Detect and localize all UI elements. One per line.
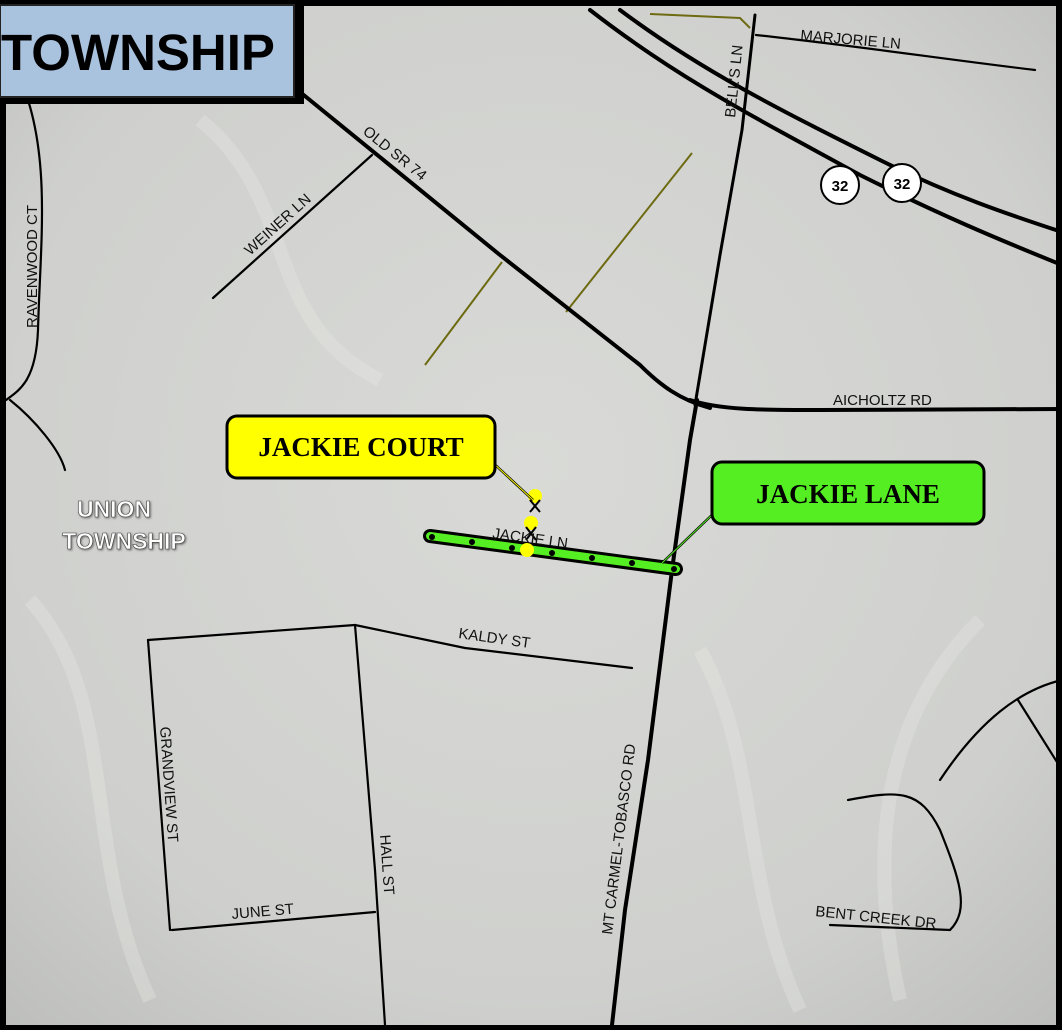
grandview-st-road bbox=[146, 638, 172, 932]
kaldy-st-road bbox=[146, 623, 634, 670]
svg-text:TOWNSHIP: TOWNSHIP bbox=[62, 528, 186, 554]
railway-lines bbox=[424, 13, 751, 366]
jackie-court-callout[interactable]: JACKIE COURT bbox=[225, 414, 497, 480]
marjorie-ln-road bbox=[754, 33, 1037, 72]
ravenwood-ct-label: RAVENWOOD CT bbox=[24, 205, 41, 328]
june-st-label: JUNE ST bbox=[231, 901, 295, 923]
jackie-lane-highlight[interactable] bbox=[423, 529, 683, 576]
svg-text:32: 32 bbox=[894, 176, 911, 193]
sr32-road-east bbox=[618, 8, 1062, 234]
jackie-lane-callout[interactable]: JACKIE LANE bbox=[710, 460, 986, 526]
bells-ln-road bbox=[693, 13, 757, 407]
june-st-road bbox=[170, 910, 377, 932]
bent-creek-road-south bbox=[828, 923, 952, 932]
aicholtz-rd-road bbox=[688, 398, 1062, 412]
route-32-shield: 32 bbox=[882, 163, 922, 203]
east-loop-road bbox=[938, 678, 1062, 782]
svg-text:JACKIE LANE: JACKIE LANE bbox=[756, 479, 940, 509]
ravenwood-ct-road bbox=[4, 98, 44, 402]
route-32-shield: 32 bbox=[820, 165, 860, 205]
page-title: TOWNSHIP bbox=[1, 24, 275, 81]
township-label: UNION TOWNSHIP bbox=[62, 496, 186, 555]
hall-st-label: HALL ST bbox=[376, 834, 397, 895]
ravenwood-ct-branch bbox=[8, 398, 67, 472]
svg-text:UNION: UNION bbox=[77, 496, 151, 522]
hillshade-texture bbox=[24, 114, 985, 1013]
svg-text:32: 32 bbox=[832, 178, 849, 195]
weiner-ln-road bbox=[211, 153, 374, 300]
title-box: TOWNSHIP bbox=[0, 0, 304, 104]
bent-creek-road bbox=[846, 793, 962, 932]
svg-text:JACKIE COURT: JACKIE COURT bbox=[258, 432, 463, 462]
east-spur-road bbox=[1016, 698, 1062, 772]
hall-st-road bbox=[353, 623, 387, 1027]
aicholtz-rd-label: AICHOLTZ RD bbox=[833, 392, 932, 409]
mt-carmel-rd-road bbox=[610, 398, 699, 1027]
